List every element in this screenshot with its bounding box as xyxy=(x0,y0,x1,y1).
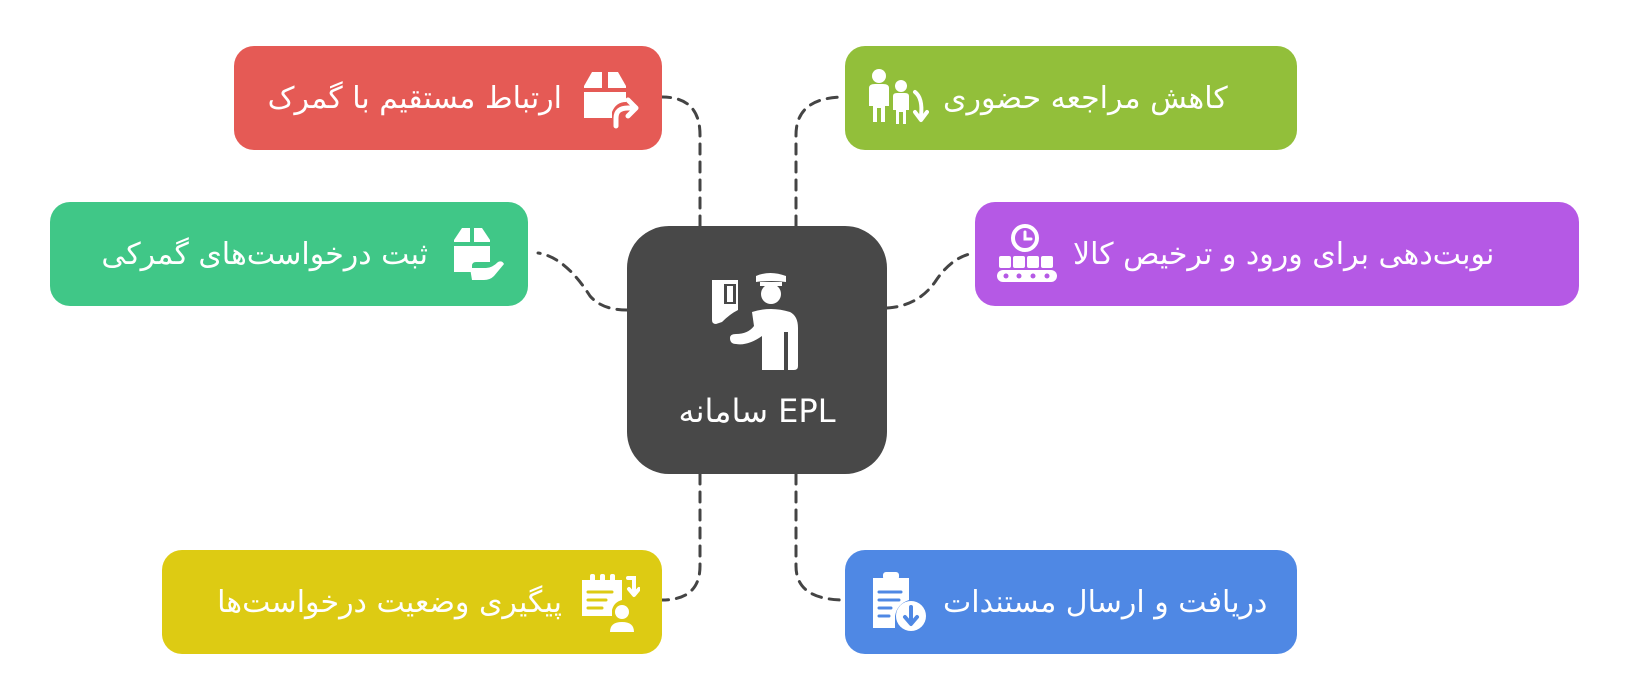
connector-register-requests xyxy=(536,251,629,312)
node-track-status: پیگیری وضعیت درخواست‌ها xyxy=(162,550,662,654)
node-register-requests-label: ثبت درخواست‌های گمرکی xyxy=(101,236,428,272)
customs-officer-icon xyxy=(712,273,798,370)
node-documents: دریافت و ارسال مستندات xyxy=(845,550,1297,654)
node-scheduling: نوبت‌دهی برای ورود و ترخیص کالا xyxy=(975,202,1579,306)
node-reduce-visits-label: کاهش مراجعه حضوری xyxy=(943,80,1228,116)
connector-scheduling xyxy=(885,251,977,310)
connector-documents xyxy=(794,472,847,602)
node-scheduling-label: نوبت‌دهی برای ورود و ترخیص کالا xyxy=(1073,236,1495,272)
node-direct-contact: ارتباط مستقیم با گمرک xyxy=(234,46,662,150)
center-node: EPL سامانه xyxy=(627,226,887,474)
node-direct-contact-label: ارتباط مستقیم با گمرک xyxy=(267,80,562,116)
node-register-requests: ثبت درخواست‌های گمرکی xyxy=(50,202,528,306)
people-arrow-icon xyxy=(865,66,929,130)
package-forward-icon xyxy=(576,66,640,130)
center-title: EPL سامانه xyxy=(678,392,836,430)
package-hand-icon xyxy=(442,222,506,286)
node-documents-label: دریافت و ارسال مستندات xyxy=(943,584,1268,620)
connector-track-status xyxy=(660,472,702,602)
connector-direct-contact xyxy=(660,95,702,228)
node-track-status-label: پیگیری وضعیت درخواست‌ها xyxy=(217,584,562,620)
clock-conveyor-icon xyxy=(995,222,1059,286)
clipboard-person-icon xyxy=(576,570,640,634)
connector-reduce-visits xyxy=(794,95,847,228)
clipboard-download-icon xyxy=(865,570,929,634)
node-reduce-visits: کاهش مراجعه حضوری xyxy=(845,46,1297,150)
